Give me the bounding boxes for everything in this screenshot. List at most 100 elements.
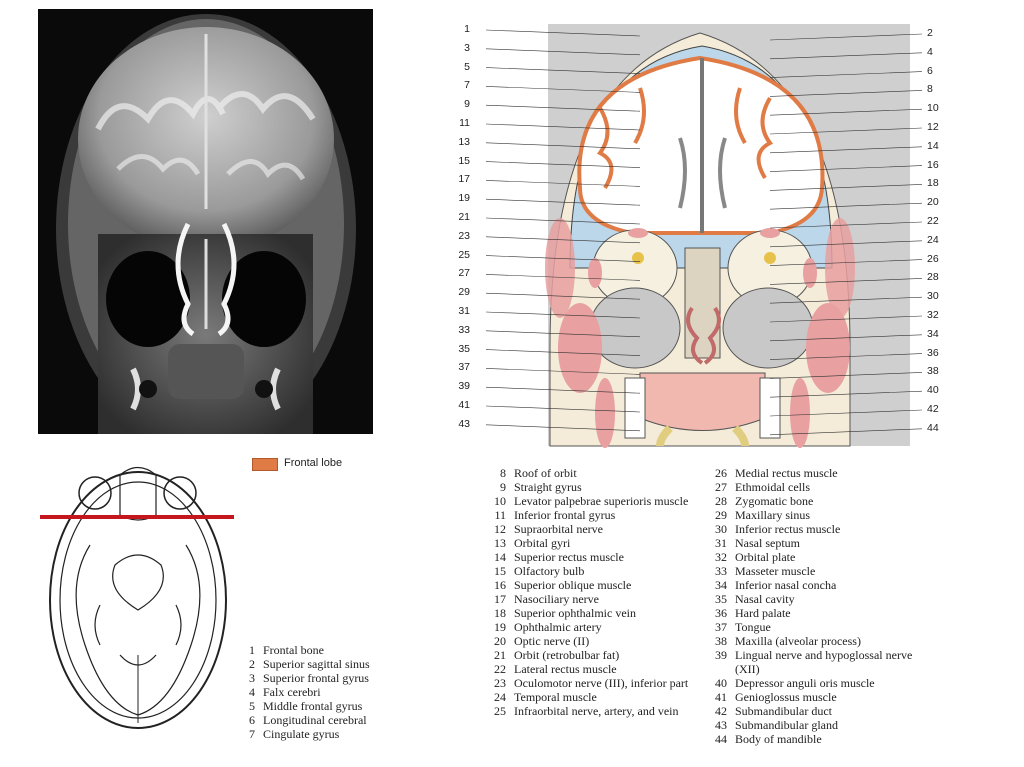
label-left-37: 37 xyxy=(440,361,470,373)
label-left-13: 13 xyxy=(440,136,470,148)
legend-entry-number: 31 xyxy=(697,536,735,550)
label-right-34: 34 xyxy=(927,328,957,340)
label-left-7: 7 xyxy=(440,79,470,91)
legend-entry-number: 27 xyxy=(697,480,735,494)
legend-entry-text: Infraorbital nerve, artery, and vein xyxy=(514,704,706,718)
legend-entry-text: Optic nerve (II) xyxy=(514,634,706,648)
legend-entry: 8Roof of orbit xyxy=(476,466,706,480)
legend-entry-text: Zygomatic bone xyxy=(735,494,927,508)
legend-entry: 19Ophthalmic artery xyxy=(476,620,706,634)
label-left-17: 17 xyxy=(440,173,470,185)
legend-entry-number: 22 xyxy=(476,662,514,676)
legend-entry-text: Orbital plate xyxy=(735,550,927,564)
legend-entry: 22Lateral rectus muscle xyxy=(476,662,706,676)
legend-entry: 21Orbit (retrobulbar fat) xyxy=(476,648,706,662)
legend-list-1-7: 1Frontal bone2Superior sagittal sinus3Su… xyxy=(225,643,425,741)
legend-entry-number: 5 xyxy=(225,699,263,713)
label-left-29: 29 xyxy=(440,286,470,298)
label-left-27: 27 xyxy=(440,267,470,279)
legend-entry-number: 21 xyxy=(476,648,514,662)
label-left-3: 3 xyxy=(440,42,470,54)
legend-entry-text: Lingual nerve and hypoglossal nerve (XII… xyxy=(735,648,927,676)
legend-entry-number: 6 xyxy=(225,713,263,727)
legend-entry: 31Nasal septum xyxy=(697,536,927,550)
legend-entry-number: 14 xyxy=(476,550,514,564)
label-right-18: 18 xyxy=(927,177,957,189)
legend-entry-number: 28 xyxy=(697,494,735,508)
legend-entry-number: 25 xyxy=(476,704,514,718)
label-right-4: 4 xyxy=(927,46,957,58)
label-right-44: 44 xyxy=(927,422,957,434)
legend-entry-number: 3 xyxy=(225,671,263,685)
legend-entry-text: Frontal bone xyxy=(263,643,425,657)
legend-entry-text: Supraorbital nerve xyxy=(514,522,706,536)
legend-entry: 36Hard palate xyxy=(697,606,927,620)
legend-entry-text: Falx cerebri xyxy=(263,685,425,699)
legend-entry-number: 29 xyxy=(697,508,735,522)
legend-entry-number: 11 xyxy=(476,508,514,522)
legend-entry-number: 30 xyxy=(697,522,735,536)
legend-entry-number: 40 xyxy=(697,676,735,690)
label-right-2: 2 xyxy=(927,27,957,39)
label-left-11: 11 xyxy=(440,117,470,129)
label-right-8: 8 xyxy=(927,83,957,95)
legend-entry-text: Maxillary sinus xyxy=(735,508,927,522)
label-left-31: 31 xyxy=(440,305,470,317)
axial-svg xyxy=(30,455,240,740)
label-right-38: 38 xyxy=(927,365,957,377)
label-left-1: 1 xyxy=(440,23,470,35)
legend-entry-number: 26 xyxy=(697,466,735,480)
legend-entry-text: Medial rectus muscle xyxy=(735,466,927,480)
legend-entry-number: 13 xyxy=(476,536,514,550)
mri-rendering xyxy=(38,9,373,434)
legend-entry-number: 9 xyxy=(476,480,514,494)
legend-entry-text: Longitudinal cerebral xyxy=(263,713,425,727)
legend-entry-text: Temporal muscle xyxy=(514,690,706,704)
label-right-10: 10 xyxy=(927,102,957,114)
legend-entry-text: Superior rectus muscle xyxy=(514,550,706,564)
legend-entry-text: Submandibular gland xyxy=(735,718,927,732)
legend-entry-number: 43 xyxy=(697,718,735,732)
legend-entry-text: Orbit (retrobulbar fat) xyxy=(514,648,706,662)
legend-entry-text: Genioglossus muscle xyxy=(735,690,927,704)
legend-entry-number: 17 xyxy=(476,592,514,606)
legend-entry-text: Hard palate xyxy=(735,606,927,620)
label-left-21: 21 xyxy=(440,211,470,223)
legend-entry: 5Middle frontal gyrus xyxy=(225,699,425,713)
label-right-6: 6 xyxy=(927,65,957,77)
label-right-14: 14 xyxy=(927,140,957,152)
label-right-28: 28 xyxy=(927,271,957,283)
legend-entry: 2Superior sagittal sinus xyxy=(225,657,425,671)
legend-entry: 7Cingulate gyrus xyxy=(225,727,425,741)
legend-entry-text: Submandibular duct xyxy=(735,704,927,718)
label-right-30: 30 xyxy=(927,290,957,302)
legend-entry-number: 38 xyxy=(697,634,735,648)
legend-entry-number: 36 xyxy=(697,606,735,620)
legend-entry-number: 2 xyxy=(225,657,263,671)
legend-entry-number: 24 xyxy=(476,690,514,704)
label-right-22: 22 xyxy=(927,215,957,227)
label-right-16: 16 xyxy=(927,159,957,171)
label-right-36: 36 xyxy=(927,347,957,359)
legend-entry-number: 19 xyxy=(476,620,514,634)
label-right-24: 24 xyxy=(927,234,957,246)
legend-entry-text: Superior ophthalmic vein xyxy=(514,606,706,620)
label-left-5: 5 xyxy=(440,61,470,73)
anatomy-svg xyxy=(440,18,960,450)
legend-entry: 35Nasal cavity xyxy=(697,592,927,606)
legend-swatch xyxy=(252,458,278,471)
legend-entry-text: Inferior nasal concha xyxy=(735,578,927,592)
legend-entry-number: 16 xyxy=(476,578,514,592)
label-left-43: 43 xyxy=(440,418,470,430)
label-left-41: 41 xyxy=(440,399,470,411)
label-right-26: 26 xyxy=(927,253,957,265)
